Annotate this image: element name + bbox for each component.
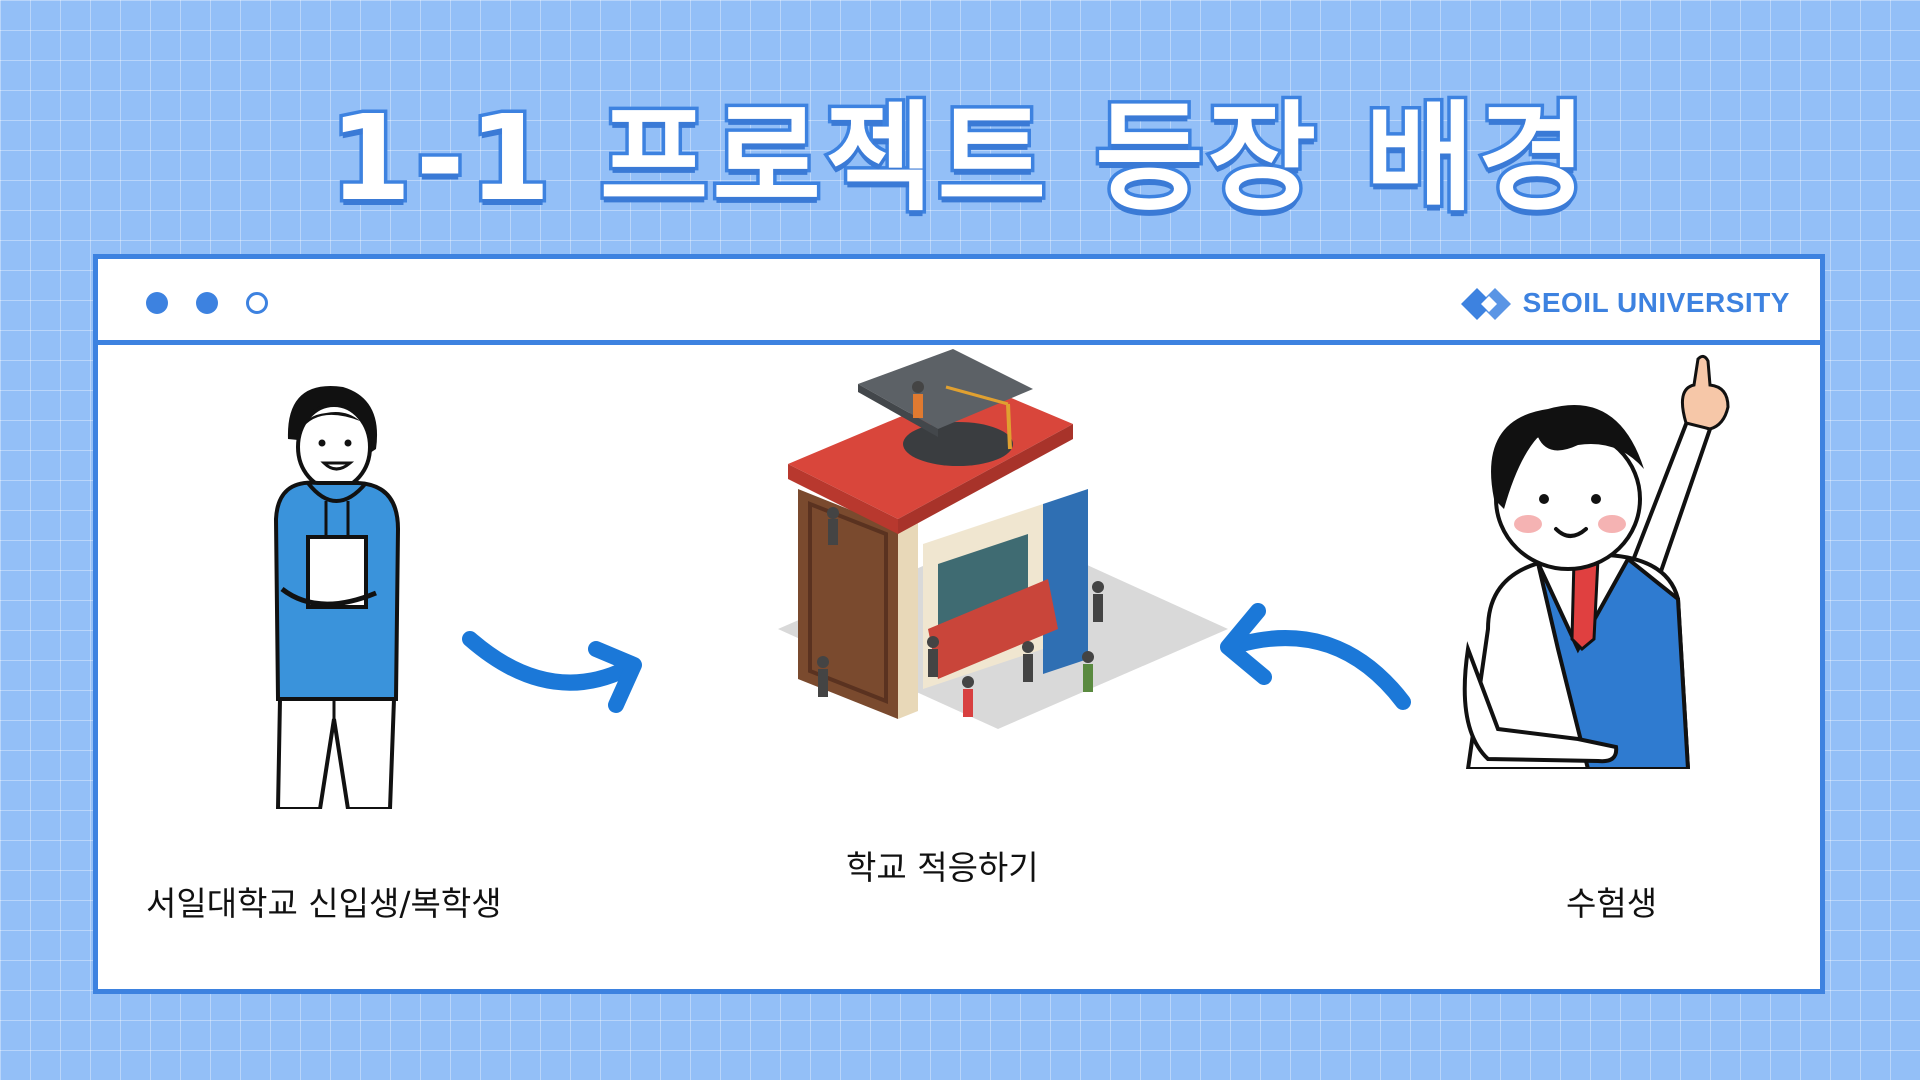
arrow-right-icon <box>462 631 642 713</box>
browser-window: SEOIL UNIVERSITY <box>93 254 1825 994</box>
window-titlebar: SEOIL UNIVERSITY <box>98 259 1820 345</box>
window-dot-3 <box>246 292 268 314</box>
arrow-left-icon <box>1220 603 1411 710</box>
brand-logo: SEOIL UNIVERSITY <box>1459 283 1790 323</box>
page-title: 1-1 프로젝트 등장 배경 <box>326 86 1591 231</box>
seoil-logo-icon <box>1460 288 1511 320</box>
label-exam-student: 수험생 <box>1566 884 1658 923</box>
exam-student-illustration <box>1462 354 1730 769</box>
brand-name: SEOIL UNIVERSITY <box>1522 287 1790 318</box>
window-dot-1 <box>146 292 168 314</box>
label-freshman: 서일대학교 신입생/복학생 <box>146 884 502 923</box>
freshman-student-illustration <box>273 386 401 809</box>
window-dot-2 <box>196 292 218 314</box>
school-library-illustration <box>778 349 1228 729</box>
label-school-adaptation: 학교 적응하기 <box>846 848 1039 887</box>
